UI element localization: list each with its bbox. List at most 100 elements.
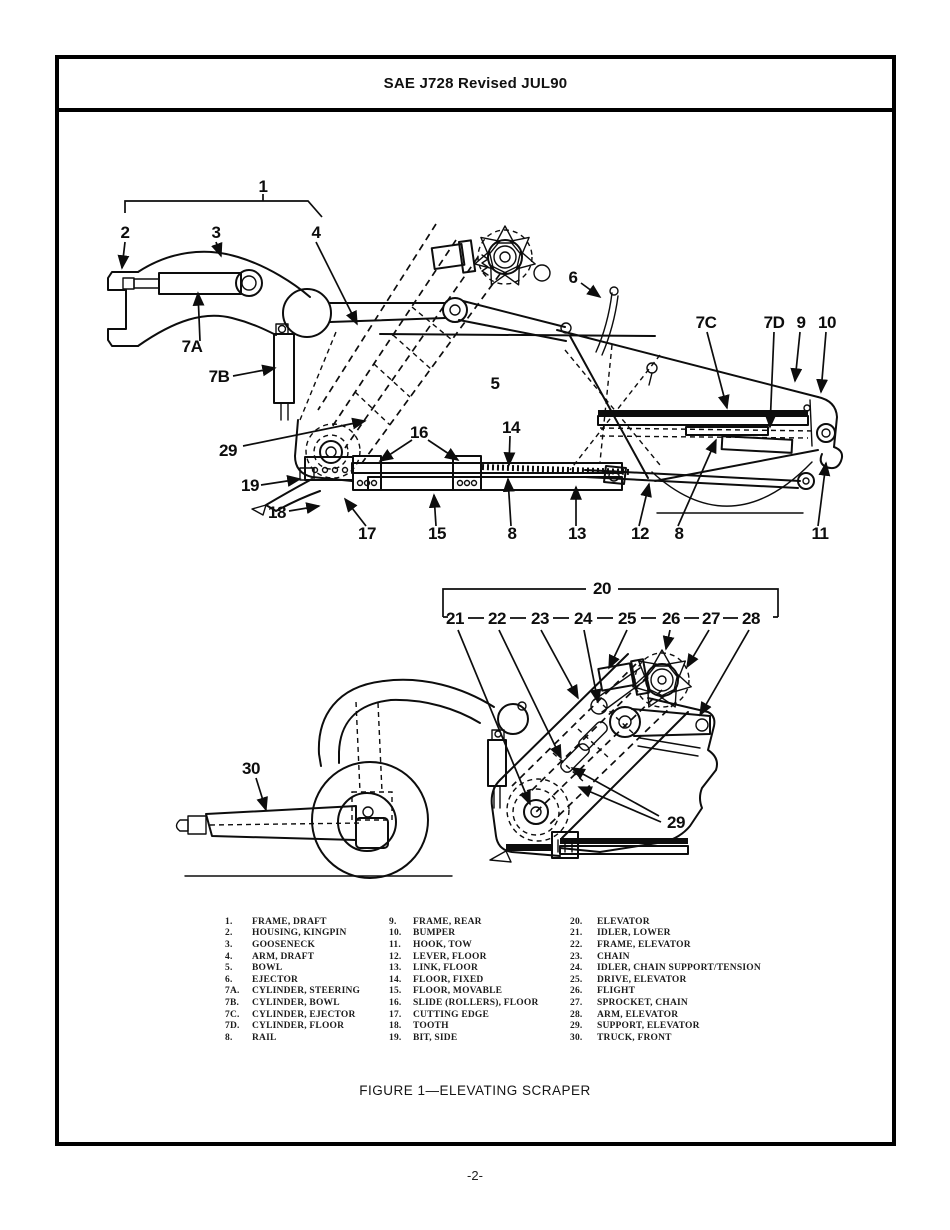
callout-19: 19	[241, 476, 259, 495]
document-title: SAE J728 Revised JUL90	[383, 75, 568, 92]
legend-item-number: 29.	[570, 1021, 583, 1032]
legend-item-label: FRAME, DRAFT	[252, 916, 327, 927]
figure2-callout-numbers: 20 21 22 23 24 25 26 27 28 29 30	[242, 579, 760, 832]
legend-item-number: 27.	[570, 997, 583, 1008]
legend-item-label: ARM, DRAFT	[252, 951, 315, 962]
legend-item-label: HOUSING, KINGPIN	[252, 928, 347, 939]
header-band: SAE J728 Revised JUL90	[59, 59, 892, 112]
callout-5: 5	[491, 374, 500, 393]
legend-item-number: 28.	[570, 1009, 583, 1020]
legend-item: 7A. CYLINDER, STEERING	[225, 986, 360, 998]
legend-item: 8. RAIL	[225, 1032, 360, 1044]
callout-26: 26	[662, 609, 680, 628]
figure1-leader-lines	[117, 241, 831, 527]
legend-item: 1. FRAME, DRAFT	[225, 916, 360, 928]
legend-item: 13. LINK, FLOOR	[389, 962, 539, 974]
callout-9: 9	[797, 313, 806, 332]
legend-item-label: IDLER, LOWER	[597, 928, 671, 939]
callout-29-fig2: 29	[667, 813, 685, 832]
legend-item-number: 1.	[225, 916, 233, 927]
elevator-arm	[609, 706, 711, 757]
legend-item-label: TOOTH	[413, 1021, 449, 1032]
legend-item-number: 3.	[225, 939, 233, 950]
legend-item: 4. ARM, DRAFT	[225, 951, 360, 963]
legend-item-label: SPROCKET, CHAIN	[597, 997, 688, 1008]
legend-item: 19. BIT, SIDE	[389, 1032, 539, 1044]
figure1-callout-numbers: 1 2 3 4 7A 7B 6 7C 7D 9 10 5 29 19 18 17…	[121, 177, 837, 543]
legend-item: 7B. CYLINDER, BOWL	[225, 997, 360, 1009]
legend-item: 16. SLIDE (ROLLERS), FLOOR	[389, 997, 539, 1009]
legend-item-label: ELEVATOR	[597, 916, 650, 927]
legend-item-number: 30.	[570, 1032, 583, 1043]
legend-item-number: 21.	[570, 928, 583, 939]
legend-item: 6. EJECTOR	[225, 974, 360, 986]
legend-item: 2. HOUSING, KINGPIN	[225, 928, 360, 940]
page-number: -2-	[467, 1168, 483, 1183]
callout-12: 12	[631, 524, 649, 543]
callout-7B: 7B	[209, 367, 230, 386]
legend-item-number: 5.	[225, 963, 233, 974]
legend-item-number: 14.	[389, 974, 402, 985]
legend-item: 3. GOOSENECK	[225, 939, 360, 951]
legend-item: 15. FLOOR, MOVABLE	[389, 986, 539, 998]
callout-21: 21	[446, 609, 464, 628]
legend-item: 28. ARM, ELEVATOR	[570, 1009, 761, 1021]
legend-item-number: 7C.	[225, 1009, 240, 1020]
callout-29-fig1: 29	[219, 441, 237, 460]
callout-1: 1	[259, 177, 268, 196]
lower-idler	[506, 778, 570, 842]
callout-18: 18	[268, 503, 286, 522]
legend-item-number: 22.	[570, 939, 583, 950]
callout-7A: 7A	[182, 337, 203, 356]
rear-frame-bumper-hook	[584, 396, 844, 514]
legend-item: 12. LEVER, FLOOR	[389, 951, 539, 963]
legend-item-number: 9.	[389, 916, 397, 927]
callout-11: 11	[812, 524, 829, 543]
callout-28: 28	[742, 609, 760, 628]
legend-item-label: FLOOR, MOVABLE	[413, 986, 503, 997]
legend-item: 5. BOWL	[225, 962, 360, 974]
legend-item: 24. IDLER, CHAIN SUPPORT/TENSION	[570, 962, 761, 974]
callout-13: 13	[568, 524, 586, 543]
elevator-drive-sprocket	[474, 225, 536, 286]
legend-item-label: BIT, SIDE	[413, 1032, 458, 1043]
figure-caption: FIGURE 1—ELEVATING SCRAPER	[359, 1083, 591, 1098]
bowl-cylinder-front	[487, 729, 507, 809]
callout-22: 22	[488, 609, 506, 628]
legend-item-number: 25.	[570, 974, 583, 985]
callout-3: 3	[212, 223, 221, 242]
elevator-assembly-front	[499, 649, 711, 842]
bowl-side-and-support	[489, 697, 718, 863]
legend-item-number: 20.	[570, 916, 583, 927]
callout-16: 16	[410, 423, 428, 442]
legend-item-label: SUPPORT, ELEVATOR	[597, 1021, 700, 1032]
legend-item: 26. FLIGHT	[570, 986, 761, 998]
legend-item-number: 6.	[225, 974, 233, 985]
callout-17: 17	[358, 524, 376, 543]
legend-item-label: ARM, ELEVATOR	[597, 1009, 679, 1020]
legend-item: 25. DRIVE, ELEVATOR	[570, 974, 761, 986]
legend-item-number: 4.	[225, 951, 233, 962]
legend-column-3: 20. ELEVATOR 21. IDLER, LOWER 22. FRAME,…	[570, 916, 761, 1044]
legend-item: 9. FRAME, REAR	[389, 916, 539, 928]
legend-item-label: FLOOR, FIXED	[413, 974, 484, 985]
figure2-elevator-front-truck-view: 20 21 22 23 24 25 26 27 28 29 30	[175, 579, 779, 879]
callout-23: 23	[531, 609, 549, 628]
legend-item-label: CYLINDER, BOWL	[252, 997, 340, 1008]
legend-item: 30. TRUCK, FRONT	[570, 1032, 761, 1044]
legend-item: 11. HOOK, TOW	[389, 939, 539, 951]
legend-item: 18. TOOTH	[389, 1020, 539, 1032]
callout-bracket-1	[124, 194, 323, 218]
legend-item-label: LEVER, FLOOR	[413, 951, 487, 962]
legend-item-label: SLIDE (ROLLERS), FLOOR	[413, 997, 539, 1008]
legend-item-label: CYLINDER, FLOOR	[252, 1021, 345, 1032]
legend-item-number: 19.	[389, 1032, 402, 1043]
floor-rail-assembly	[304, 455, 631, 491]
legend-item: 29. SUPPORT, ELEVATOR	[570, 1020, 761, 1032]
legend-item-number: 13.	[389, 963, 402, 974]
legend-item-number: 23.	[570, 951, 583, 962]
callout-14: 14	[502, 418, 521, 437]
legend-item-label: BOWL	[252, 963, 283, 974]
legend-item: 10. BUMPER	[389, 928, 539, 940]
